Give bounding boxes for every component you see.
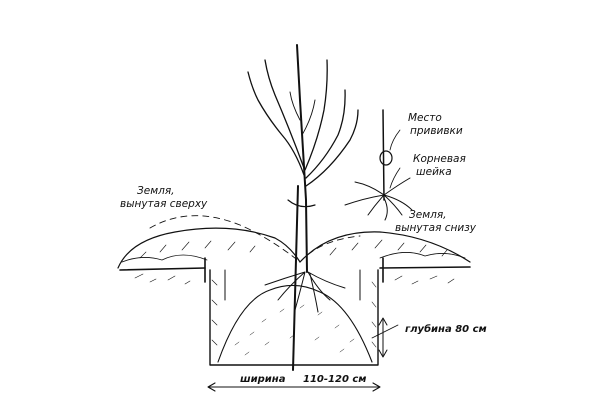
soil-bottom-label-line1: Земля, (409, 209, 446, 221)
support-stake (292, 185, 299, 371)
marker-pegs (204, 257, 384, 283)
depth-label: глубина 80 см (405, 323, 487, 335)
width-word-label: ширина (240, 374, 286, 385)
depth-indicator (371, 317, 399, 358)
width-value-label: 110-120 см (303, 374, 366, 385)
root-collar-label-line1: Корневая (413, 153, 466, 165)
soil-mound-bottom-layer (299, 231, 471, 263)
graft-site-label-line2: прививки (410, 125, 463, 137)
graft-site-label-line1: Место (408, 112, 442, 124)
soil-bottom-label-line2: вынутая снизу (395, 222, 477, 234)
seedling-roots (264, 271, 346, 313)
soil-top-label-line1: Земля, (137, 185, 174, 197)
soil-top-label-line2: вынутая сверху (120, 198, 208, 210)
young-tree (247, 44, 359, 273)
seedling-detail (344, 109, 413, 221)
soil-mound-top-layer (117, 215, 301, 269)
width-indicator (207, 382, 381, 392)
root-collar-label-line2: шейка (416, 166, 452, 178)
ground-surface (119, 252, 471, 285)
